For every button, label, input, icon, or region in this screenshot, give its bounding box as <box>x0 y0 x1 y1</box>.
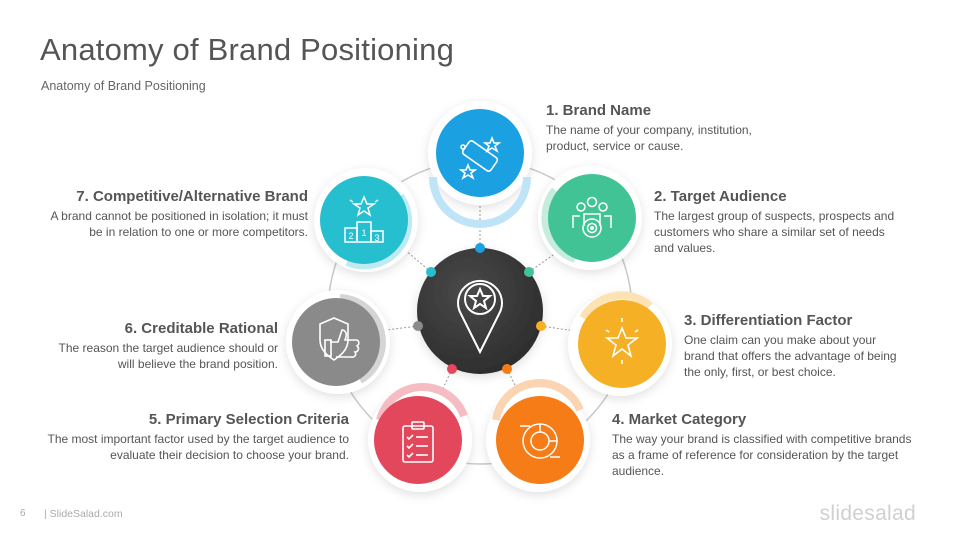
dot-6 <box>413 321 423 331</box>
node-creditable-rational <box>286 290 390 394</box>
item-desc: The name of your company, institution, p… <box>546 123 752 153</box>
dot-5 <box>447 364 457 374</box>
page-subtitle: Anatomy of Brand Positioning <box>41 79 206 93</box>
item-title: 1. Brand Name <box>546 102 652 119</box>
audience-target-icon <box>572 196 612 238</box>
map-pin-star-icon <box>457 279 503 355</box>
item-title: 3. Differentiation Factor <box>684 312 853 329</box>
item-desc: A brand cannot be positioned in isolatio… <box>50 209 309 239</box>
brand-tag-icon <box>458 135 502 180</box>
node-competitive-alternative-brand: 1 2 3 <box>314 168 418 272</box>
item-market-category: 4. Market Category The way your brand is… <box>612 411 924 479</box>
item-title: 7. Competitive/Alternative Brand <box>76 188 308 205</box>
node-market-category <box>486 379 590 492</box>
page-title: Anatomy of Brand Positioning <box>40 32 455 67</box>
item-competitive-alternative-brand: 7. Competitive/Alternative Brand A brand… <box>44 188 309 240</box>
item-desc: One claim can you make about your brand … <box>684 333 897 379</box>
item-title: 6. Creditable Rational <box>124 320 278 337</box>
footer-site: | SlideSalad.com <box>44 508 123 520</box>
item-differentiation-factor: 3. Differentiation Factor One claim can … <box>684 312 906 380</box>
item-desc: The way your brand is classified with co… <box>612 432 912 478</box>
item-desc: The reason the target audience should or… <box>58 341 278 371</box>
dot-3 <box>536 321 546 331</box>
shield-thumbs-up-icon <box>319 317 360 361</box>
clipboard-checklist-icon <box>402 421 434 463</box>
node-differentiation-factor <box>568 291 672 396</box>
footer-logo: slidesalad <box>819 502 916 525</box>
category-chart-icon <box>520 423 560 459</box>
dot-2 <box>524 267 534 277</box>
page-number: 6 <box>20 508 26 519</box>
item-title: 4. Market Category <box>612 411 747 428</box>
podium-star-icon: 1 2 3 <box>344 195 384 243</box>
svg-text:1: 1 <box>361 228 366 238</box>
item-creditable-rational: 6. Creditable Rational The reason the ta… <box>48 320 278 372</box>
node-target-audience <box>538 166 642 270</box>
node-brand-name <box>428 101 532 228</box>
svg-text:3: 3 <box>374 233 379 243</box>
node-primary-selection-criteria <box>368 382 472 492</box>
star-icon <box>604 318 640 364</box>
item-primary-selection-criteria: 5. Primary Selection Criteria The most i… <box>44 411 350 463</box>
item-title: 5. Primary Selection Criteria <box>148 411 349 428</box>
item-desc: The most important factor used by the ta… <box>47 432 350 462</box>
svg-text:2: 2 <box>348 231 353 241</box>
dot-7 <box>426 267 436 277</box>
item-title: 2. Target Audience <box>654 188 787 205</box>
item-target-audience: 2. Target Audience The largest group of … <box>654 188 904 256</box>
item-desc: The largest group of suspects, prospects… <box>654 209 895 255</box>
item-brand-name: 1. Brand Name The name of your company, … <box>546 102 796 154</box>
dot-4 <box>502 364 512 374</box>
dot-1 <box>475 243 485 253</box>
center-hub <box>417 248 543 374</box>
